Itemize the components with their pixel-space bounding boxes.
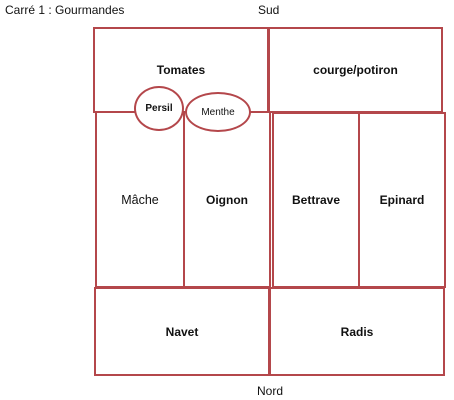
bed-mache: Mâche [95,111,185,288]
herb-menthe: Menthe [185,92,251,132]
plan-title: Carré 1 : Gourmandes [5,3,125,17]
bed-bettrave: Bettrave [272,112,360,288]
bed-oignon-label: Oignon [206,192,248,207]
bed-bettrave-label: Bettrave [291,193,341,207]
bed-navet: Navet [94,287,270,376]
bed-courge-potiron: courge/potiron [268,27,443,113]
bed-epinard: Epinard [358,112,446,288]
north-label: Nord [257,384,284,398]
bed-oignon: Oignon [183,111,271,288]
herb-persil: Persil [134,86,184,131]
bed-epinard-label: Epinard [379,193,425,207]
bed-mache-label: Mâche [121,192,159,207]
south-label: Sud [258,3,280,17]
bed-radis: Radis [269,287,445,376]
bed-tomates-label: Tomates [156,63,206,77]
bed-radis-label: Radis [340,324,374,339]
bed-navet-label: Navet [165,324,199,339]
herb-persil-label: Persil [145,103,173,114]
herb-menthe-label: Menthe [201,106,235,118]
bed-courge-potiron-label: courge/potiron [313,63,398,77]
